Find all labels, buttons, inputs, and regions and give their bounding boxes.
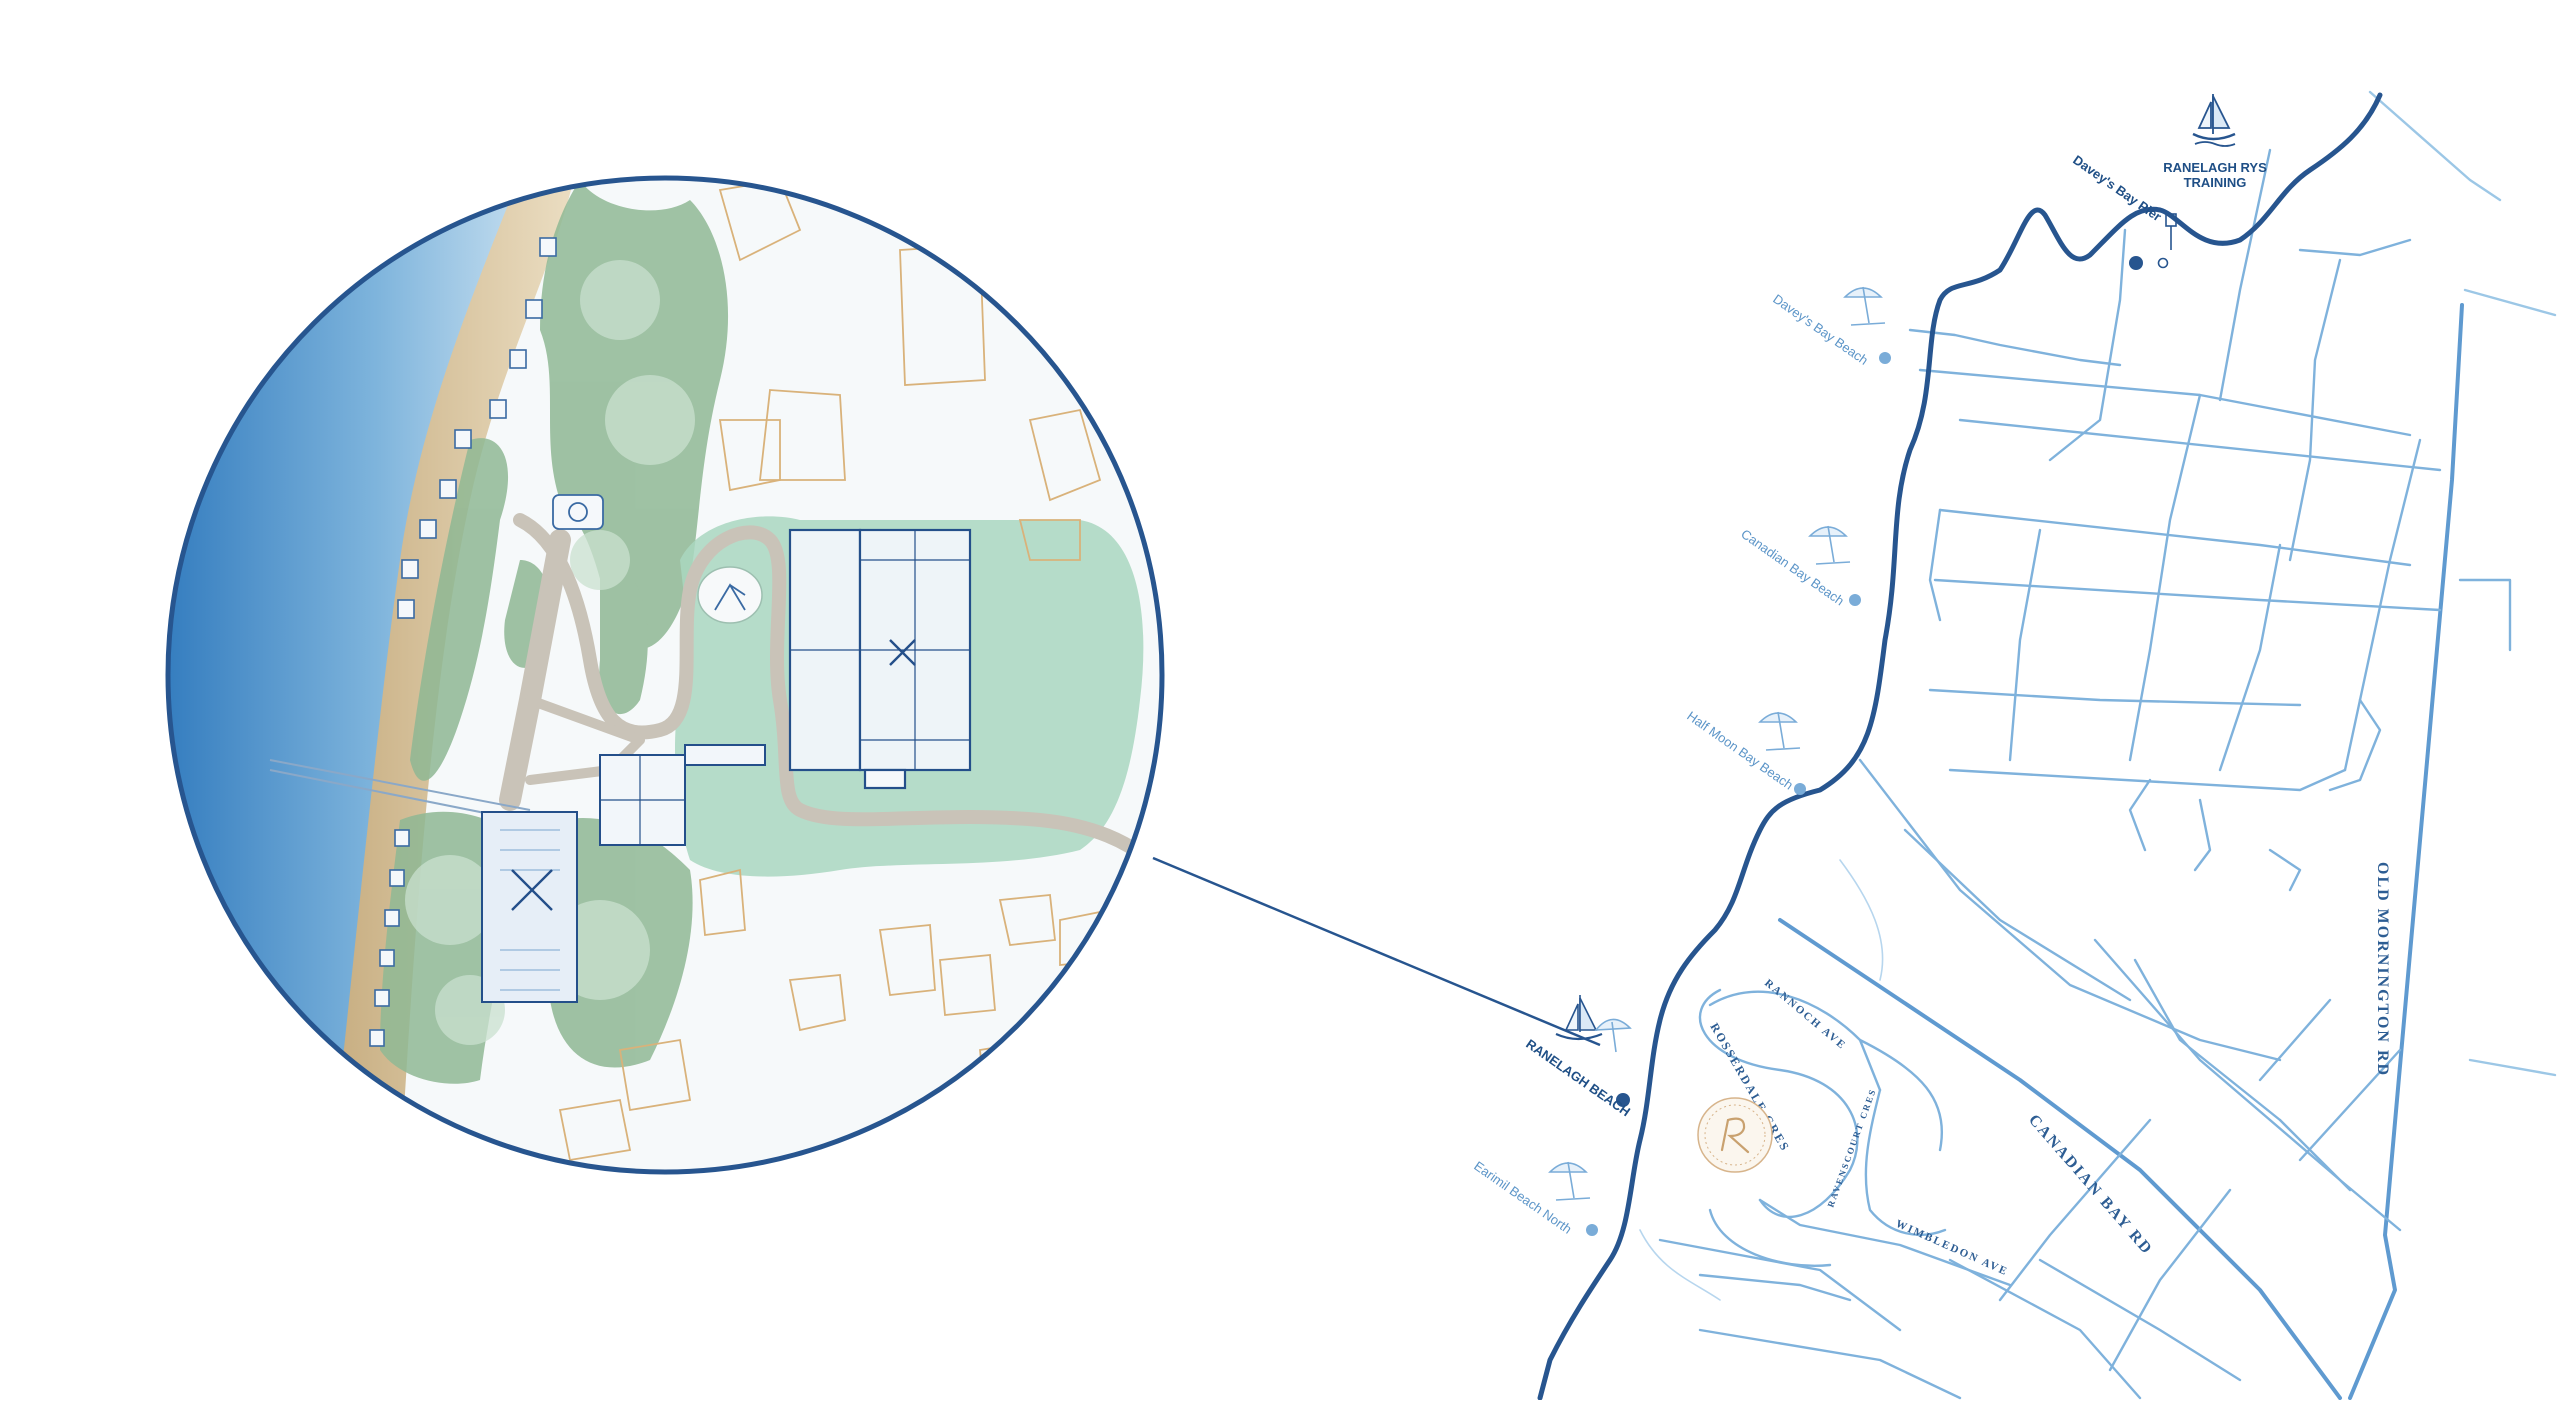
road-grid-2[interactable] bbox=[1918, 368, 2412, 437]
place-ranelagh-rys-line2: TRAINING bbox=[2184, 175, 2247, 190]
place-canadian-bay-beach[interactable]: Canadian Bay Beach bbox=[1738, 525, 1861, 609]
road-south-6[interactable] bbox=[1998, 1118, 2152, 1302]
road-grid-5[interactable] bbox=[1933, 578, 2442, 612]
road-grid-17[interactable] bbox=[2458, 578, 2512, 652]
inset-connector-line bbox=[1152, 856, 1601, 1047]
roundabout-icon bbox=[552, 494, 604, 530]
place-ranelagh-rys-line1: RANELAGH RYS bbox=[2163, 160, 2267, 175]
road-grid-13[interactable] bbox=[2218, 543, 2282, 772]
road-south-10[interactable] bbox=[2038, 1258, 2242, 1382]
road-grid-7[interactable] bbox=[1948, 768, 2347, 792]
earimil-beach-north-marker[interactable] bbox=[1586, 1224, 1598, 1236]
inset-detail-map[interactable] bbox=[150, 150, 1165, 1180]
road-south-5[interactable] bbox=[2278, 1118, 2352, 1192]
road-south-4[interactable] bbox=[2133, 958, 2282, 1122]
road-south-2[interactable] bbox=[1903, 828, 2132, 1002]
road-south-9[interactable] bbox=[2258, 998, 2332, 1082]
street-network bbox=[1639, 90, 2557, 1400]
road-crescent-south[interactable] bbox=[1698, 1273, 1852, 1302]
road-grid-18[interactable] bbox=[2328, 698, 2382, 792]
road-grid-10[interactable] bbox=[2288, 258, 2342, 562]
half-moon-bay-beach-marker[interactable] bbox=[1794, 783, 1806, 795]
road-crescent-inner[interactable] bbox=[1708, 1208, 1832, 1267]
road-south-7[interactable] bbox=[2108, 1188, 2232, 1372]
road-grid-14[interactable] bbox=[2343, 438, 2422, 772]
road-grid-12[interactable] bbox=[2008, 528, 2042, 762]
club-crest-icon bbox=[1697, 1097, 1773, 1173]
daveys-bay-beach-marker[interactable] bbox=[1879, 352, 1891, 364]
road-south-11[interactable] bbox=[1948, 1258, 2142, 1400]
place-daveys-bay-pier-label: Davey's Bay Pier bbox=[2070, 152, 2164, 224]
beach-umbrella-icon bbox=[1548, 1161, 1591, 1201]
road-grid-6[interactable] bbox=[1928, 688, 2302, 707]
road-rosserdale[interactable] bbox=[1698, 988, 1859, 1218]
road-ravenscourt[interactable] bbox=[1864, 1088, 1947, 1237]
road-east-edge[interactable] bbox=[2463, 288, 2557, 317]
road-south-13[interactable] bbox=[1658, 1238, 1902, 1332]
ranelagh-beach-marker[interactable] bbox=[1616, 1093, 1630, 1107]
road-grid-11[interactable] bbox=[2128, 393, 2202, 762]
road-grid-21[interactable] bbox=[2268, 848, 2302, 892]
rowing-icon bbox=[481, 811, 578, 1003]
road-creek[interactable] bbox=[2368, 90, 2502, 202]
beach-umbrella-icon bbox=[1843, 286, 1886, 326]
canadian-bay-beach-marker[interactable] bbox=[1849, 594, 1861, 606]
road-grid-9[interactable] bbox=[2218, 148, 2272, 402]
road-canadian-bay[interactable] bbox=[1778, 918, 2342, 1400]
road-rannoch[interactable] bbox=[1708, 990, 1882, 1092]
road-crescent-east[interactable] bbox=[1858, 1038, 1944, 1152]
road-label-ravenscourt: RAVENSCOURT CRES bbox=[1825, 1087, 1878, 1209]
road-south-8[interactable] bbox=[2298, 1048, 2402, 1162]
inset-border bbox=[165, 175, 1165, 1175]
sailboat-icon bbox=[2192, 94, 2236, 147]
beach-hut-icon bbox=[369, 237, 557, 1047]
road-wimbledon[interactable] bbox=[1758, 1198, 2012, 1287]
place-earimil-beach-north[interactable]: Earimil Beach North bbox=[1471, 1158, 1598, 1237]
place-daveys-bay-beach-label: Davey's Bay Beach bbox=[1770, 291, 1871, 368]
sailboat-umbrella-icon bbox=[1555, 995, 1632, 1053]
playground-icon bbox=[697, 566, 763, 624]
road-south-1[interactable] bbox=[1858, 758, 2282, 1062]
place-ranelagh-beach-label: RANELAGH BEACH bbox=[1523, 1036, 1633, 1119]
road-south-12[interactable] bbox=[1698, 1328, 1962, 1400]
road-grid-8[interactable] bbox=[2048, 228, 2127, 462]
road-grid-19[interactable] bbox=[2128, 778, 2152, 852]
road-grid-4[interactable] bbox=[1938, 508, 2412, 567]
road-label-old-mornington: OLD MORNINGTON RD bbox=[2374, 862, 2391, 1077]
coastline bbox=[1537, 92, 2383, 1401]
beach-umbrella-icon bbox=[1758, 711, 1801, 751]
beach-umbrella-icon bbox=[1808, 525, 1851, 565]
creek-line bbox=[1639, 859, 1884, 1301]
road-grid-16[interactable] bbox=[2298, 238, 2412, 257]
road-south-3[interactable] bbox=[2093, 938, 2402, 1232]
road-grid-3[interactable] bbox=[1958, 418, 2442, 472]
road-grid-1[interactable] bbox=[1908, 328, 2122, 367]
road-old-mornington[interactable] bbox=[2348, 303, 2464, 1400]
place-daveys-bay-beach[interactable]: Davey's Bay Beach bbox=[1770, 286, 1891, 368]
inset-sea bbox=[168, 178, 560, 1172]
tennis-courts-icon[interactable] bbox=[788, 528, 972, 790]
place-half-moon-bay-beach[interactable]: Half Moon Bay Beach bbox=[1684, 708, 1806, 795]
pier-light-icon bbox=[2165, 213, 2177, 250]
pier-marker[interactable] bbox=[2129, 256, 2143, 270]
road-label-rannoch: RANNOCH AVE bbox=[1762, 977, 1848, 1052]
inset-clubhouse bbox=[599, 744, 766, 846]
pier-marker-ring bbox=[2157, 257, 2169, 269]
place-ranelagh-rys[interactable]: RANELAGH RYS TRAINING bbox=[2163, 94, 2267, 190]
road-east-lower[interactable] bbox=[2468, 1058, 2557, 1077]
road-grid-15[interactable] bbox=[1928, 508, 1942, 622]
road-grid-20[interactable] bbox=[2193, 798, 2212, 872]
inset-building-outlines bbox=[558, 178, 1111, 1162]
place-ranelagh-beach[interactable]: RANELAGH BEACH bbox=[1523, 995, 1633, 1119]
